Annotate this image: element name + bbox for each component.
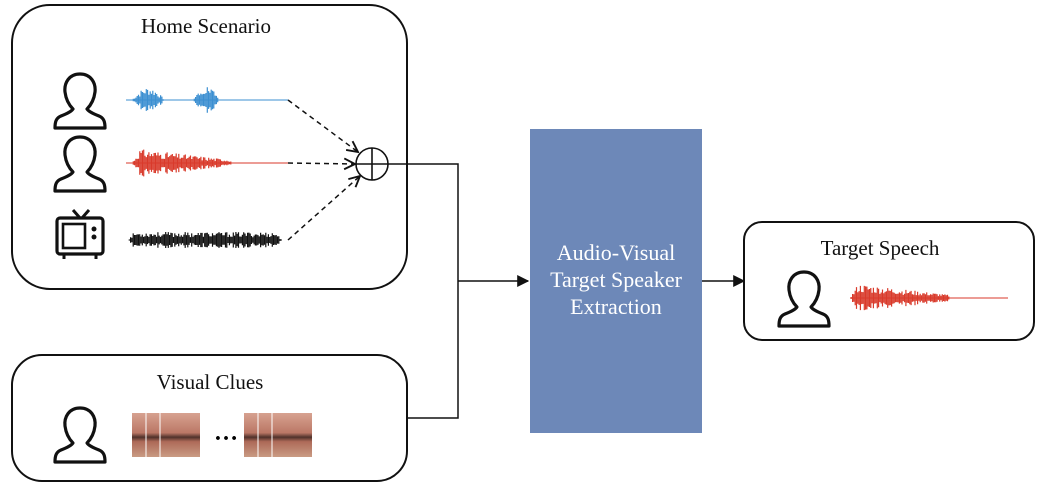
waveform-red [126, 149, 288, 177]
tv-icon [55, 209, 105, 259]
extraction-block: Audio-Visual Target Speaker Extraction [530, 129, 702, 433]
waveform-black [128, 232, 282, 248]
home-scenario-box: Home Scenario [11, 4, 408, 290]
target-speech-box: Target Speech [743, 221, 1035, 341]
extraction-line-1: Audio-Visual [557, 240, 675, 265]
dashed-arrow-3 [287, 176, 360, 241]
visual-clues-box: Visual Clues … [11, 354, 408, 482]
lip-frames-group-2 [244, 413, 312, 457]
dashed-arrow-2 [287, 163, 355, 164]
waveform-target [850, 285, 1008, 311]
sum-circle-icon [355, 147, 389, 181]
waveform-blue [126, 87, 288, 113]
dashed-arrow-1 [287, 99, 358, 152]
target-speech-title: Target Speech [821, 236, 940, 260]
visual-clues-title: Visual Clues [157, 370, 264, 394]
lip-frames-group-1 [132, 413, 200, 457]
extraction-line-2: Target Speaker [550, 267, 683, 292]
mix-connector [388, 163, 459, 281]
visual-connector [407, 281, 459, 419]
ellipsis: … [214, 420, 238, 446]
extraction-line-3: Extraction [570, 294, 662, 319]
home-scenario-title: Home Scenario [141, 14, 271, 38]
